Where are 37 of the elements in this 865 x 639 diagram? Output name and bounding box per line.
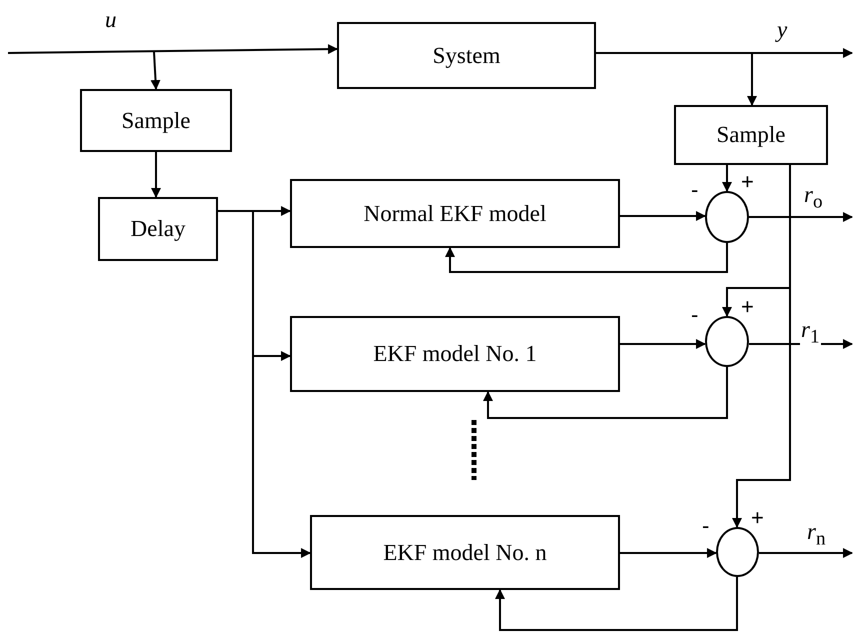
sign-label: -: [691, 179, 698, 201]
arrow: [445, 243, 728, 273]
sign-label: -: [691, 304, 698, 326]
block-label: Sample: [716, 122, 786, 148]
arrow: [620, 339, 706, 349]
block-box: [98, 197, 218, 261]
block-label: EKF model No. n: [383, 540, 547, 566]
arrow: [596, 52, 757, 106]
sign-label: +: [741, 171, 754, 193]
block-label: Sample: [122, 108, 190, 134]
sign-label: +: [741, 296, 754, 318]
arrow: [151, 152, 161, 198]
block-box: [290, 316, 620, 392]
arrow: [495, 577, 738, 631]
block-label: Delay: [130, 216, 186, 242]
arrow: [620, 548, 717, 558]
arrow: [749, 212, 853, 222]
block-box: [80, 89, 232, 152]
summing-junction: [705, 191, 749, 243]
arrow: [759, 548, 853, 558]
block-label: EKF model No. 1: [373, 341, 537, 367]
summing-junction: [716, 527, 759, 577]
block-label: System: [432, 42, 500, 68]
block-box: [674, 105, 828, 165]
block-label: Normal EKF model: [364, 200, 546, 226]
sign-label: +: [751, 507, 764, 529]
summing-junction: [705, 316, 749, 367]
arrow: [722, 165, 732, 192]
arrow: [620, 211, 706, 221]
block-box: [337, 22, 596, 89]
block-box: [310, 515, 620, 590]
arrow: [8, 44, 338, 54]
sign-label: -: [702, 515, 710, 537]
arrow: [483, 367, 728, 419]
arrow: [732, 165, 791, 528]
arrow: [150, 52, 160, 90]
block-box: [290, 179, 620, 248]
